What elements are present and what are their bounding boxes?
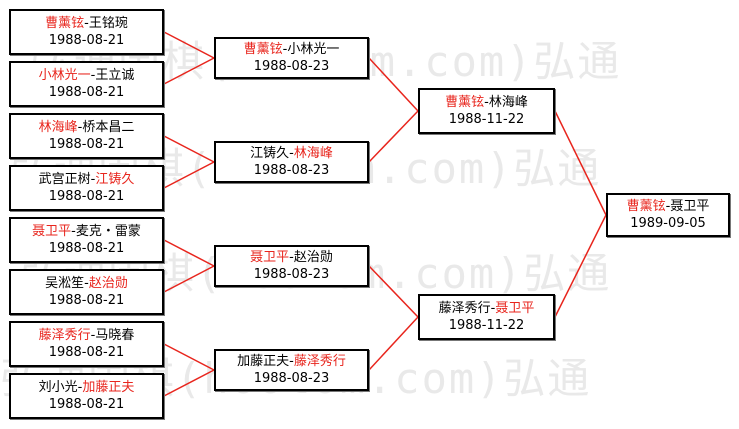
match-r1-2: 小林光一-王立诚 1988-08-21 [9, 61, 164, 107]
match-date: 1988-08-21 [48, 397, 125, 412]
connector-line [368, 265, 419, 318]
player-2: 麦克・雷蒙 [75, 224, 141, 239]
player-2: 王立诚 [95, 68, 135, 83]
match-date: 1988-08-21 [48, 241, 125, 256]
match-date: 1988-08-23 [253, 267, 330, 282]
match-date: 1988-08-21 [48, 345, 125, 360]
player-1: 曹薰铉 [45, 16, 85, 31]
match-r1-5: 聂卫平-麦克・雷蒙 1988-08-21 [9, 217, 164, 263]
match-date: 1988-11-22 [448, 318, 525, 333]
match-r2-4: 加藤正夫-藤泽秀行 1988-08-23 [214, 349, 369, 391]
match-r3-2: 藤泽秀行-聂卫平 1988-11-22 [418, 294, 555, 340]
player-1: 江铸久 [250, 146, 290, 161]
player-1: 曹薰铉 [243, 42, 283, 57]
match-r2-3: 聂卫平-赵治勋 1988-08-23 [214, 245, 369, 287]
match-date: 1988-08-21 [48, 33, 125, 48]
connector-line [163, 239, 215, 267]
match-r2-1: 曹薰铉-小林光一 1988-08-23 [214, 37, 369, 79]
match-r2-2: 江铸久-林海峰 1988-08-23 [214, 141, 369, 183]
connector-line [554, 214, 607, 318]
match-r1-7: 藤泽秀行-马晓春 1988-08-21 [9, 321, 164, 367]
player-2: 林海峰 [488, 95, 528, 110]
match-r1-8: 刘小光-加藤正夫 1988-08-21 [9, 373, 164, 419]
player-2: 聂卫平 [495, 301, 535, 316]
connector-line [554, 110, 607, 216]
connector-line [163, 343, 215, 371]
player-1: 曹薰铉 [445, 95, 485, 110]
player-2: 聂卫平 [670, 199, 710, 214]
match-date: 1988-08-21 [48, 293, 125, 308]
player-1: 聂卫平 [32, 224, 72, 239]
player-2: 马晓春 [95, 328, 135, 343]
player-2: 江铸久 [95, 172, 135, 187]
player-1: 小林光一 [38, 68, 91, 83]
match-date: 1988-11-22 [448, 112, 525, 127]
player-1: 刘小光 [38, 380, 78, 395]
match-r3-1: 曹薰铉-林海峰 1988-11-22 [418, 88, 555, 134]
player-1: 武宫正树 [38, 172, 91, 187]
player-2: 小林光一 [287, 42, 340, 57]
player-2: 赵治勋 [88, 276, 128, 291]
match-r1-3: 林海峰-桥本昌二 1988-08-21 [9, 113, 164, 159]
match-date: 1988-08-23 [253, 59, 330, 74]
player-2: 林海峰 [293, 146, 333, 161]
player-1: 藤泽秀行 [38, 328, 91, 343]
player-2: 王铭琬 [88, 16, 128, 31]
match-date: 1989-09-05 [630, 216, 706, 231]
match-date: 1988-08-23 [253, 163, 330, 178]
player-1: 曹薰铉 [626, 199, 666, 214]
player-1: 吴淞笙 [45, 276, 85, 291]
connector-line [368, 110, 419, 163]
match-date: 1988-08-21 [48, 85, 125, 100]
match-final: 曹薰铉-聂卫平 1989-09-05 [606, 193, 730, 237]
connector-line [368, 57, 419, 112]
player-2: 赵治勋 [293, 250, 333, 265]
match-date: 1988-08-23 [253, 371, 330, 386]
player-2: 桥本昌二 [82, 120, 135, 135]
player-1: 林海峰 [38, 120, 78, 135]
connector-line [163, 57, 215, 85]
connector-line [163, 265, 215, 293]
player-2: 藤泽秀行 [293, 354, 346, 369]
connector-line [163, 369, 215, 397]
match-r1-6: 吴淞笙-赵治勋 1988-08-21 [9, 269, 164, 315]
player-1: 藤泽秀行 [438, 301, 491, 316]
match-r1-4: 武宫正树-江铸久 1988-08-21 [9, 165, 164, 211]
connector-line [163, 31, 215, 59]
match-r1-1: 曹薰铉-王铭琬 1988-08-21 [9, 9, 164, 55]
player-1: 加藤正夫 [237, 354, 290, 369]
connector-line [163, 135, 215, 163]
match-date: 1988-08-21 [48, 137, 125, 152]
player-1: 聂卫平 [250, 250, 290, 265]
connector-line [368, 316, 419, 371]
match-date: 1988-08-21 [48, 189, 125, 204]
player-2: 加藤正夫 [82, 380, 135, 395]
connector-line [163, 161, 215, 189]
